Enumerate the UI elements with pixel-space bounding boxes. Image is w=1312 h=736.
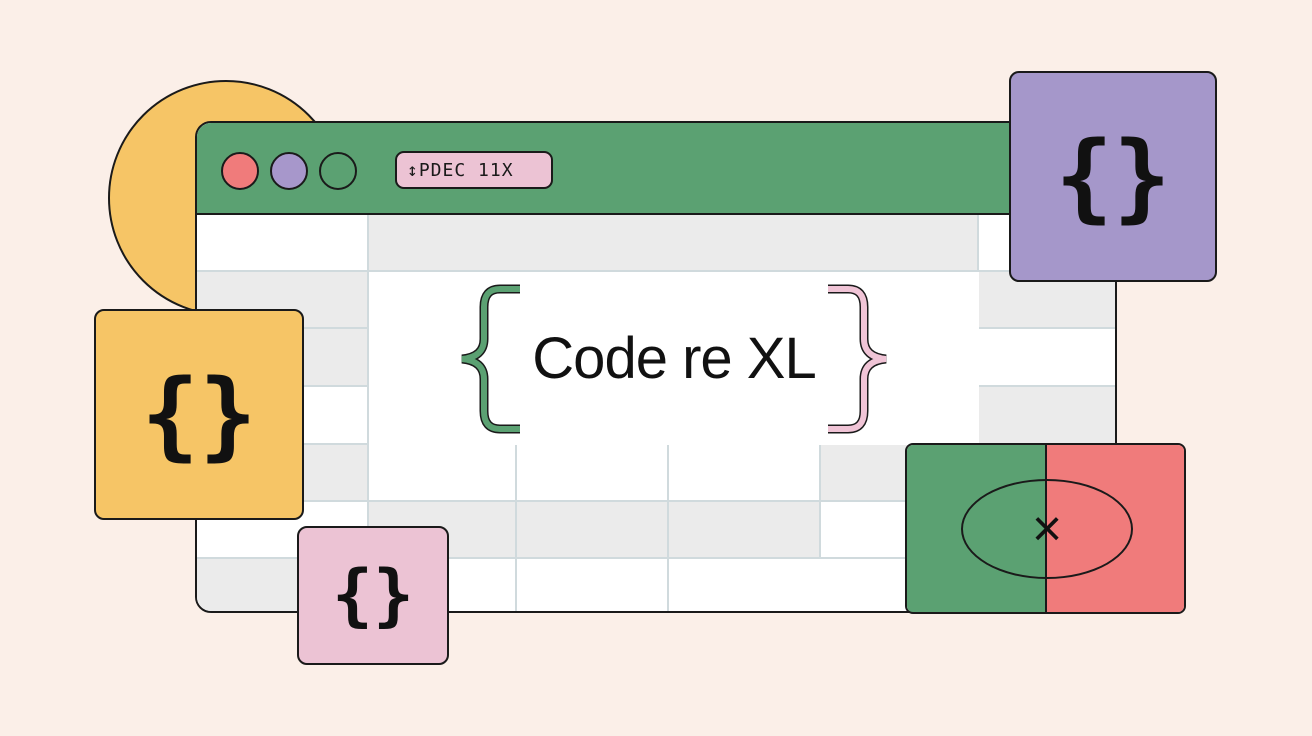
title-bar: ↕PDEC 11X [197, 123, 1115, 215]
grid-cell[interactable] [979, 387, 1115, 445]
grid-cell[interactable] [197, 215, 369, 272]
maximize-dot-button[interactable] [319, 152, 357, 190]
compare-card: × [905, 443, 1186, 614]
close-dot-button[interactable] [221, 152, 259, 190]
close-brace-icon [827, 284, 887, 433]
hero-cell: Code re XL [369, 272, 979, 445]
grid-cell[interactable] [369, 215, 979, 272]
purple-code-card: {} [1009, 71, 1217, 282]
pink-code-card: {} [297, 526, 449, 665]
code-braces-icon: {} [1055, 120, 1171, 233]
grid-cell[interactable] [979, 329, 1115, 387]
grid-cell[interactable] [517, 445, 669, 502]
title-badge: ↕PDEC 11X [395, 151, 553, 189]
grid-cell[interactable] [517, 559, 669, 611]
close-x-icon: × [1031, 500, 1063, 558]
code-braces-icon: {} [332, 556, 414, 635]
grid-cell[interactable] [669, 445, 821, 502]
minimize-dot-button[interactable] [270, 152, 308, 190]
hero-title: Code re XL [532, 326, 816, 391]
open-brace-icon [461, 284, 521, 433]
yellow-code-card: {} [94, 309, 304, 520]
grid-cell[interactable] [669, 502, 821, 559]
code-braces-icon: {} [141, 358, 257, 471]
compare-ellipse-icon [961, 479, 1133, 579]
grid-cell[interactable] [369, 445, 517, 502]
grid-cell[interactable] [517, 502, 669, 559]
